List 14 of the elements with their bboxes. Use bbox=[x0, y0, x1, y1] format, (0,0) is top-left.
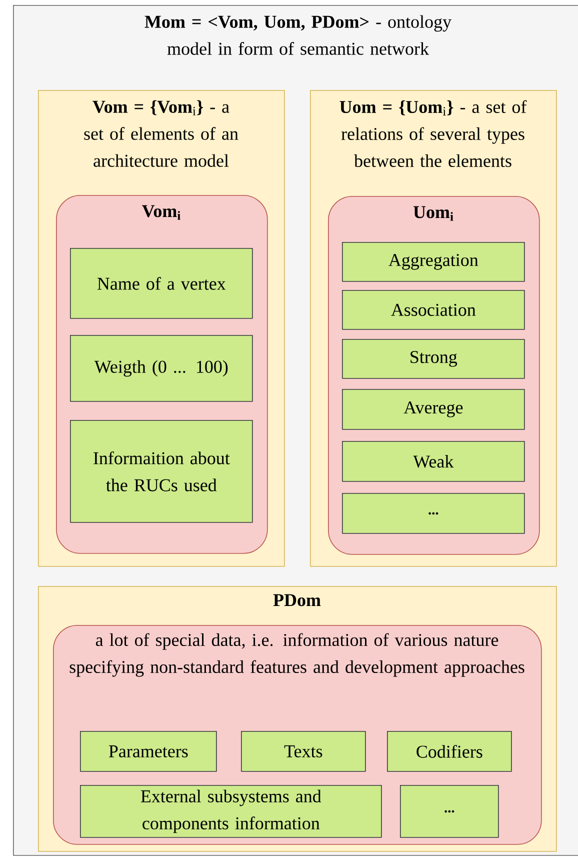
item-box: Codifiers bbox=[387, 731, 512, 772]
item-box: ... bbox=[400, 785, 499, 838]
item-box: Informaition about the RUCs used bbox=[70, 420, 253, 523]
item-box: Association bbox=[342, 290, 525, 330]
item-box: Texts bbox=[241, 731, 366, 772]
item-box: External subsystems and components information bbox=[80, 785, 382, 838]
item-box: Parameters bbox=[80, 731, 217, 772]
item-box: ... bbox=[342, 493, 525, 534]
item-box: Weak bbox=[342, 441, 525, 482]
item-box: Strong bbox=[342, 339, 525, 379]
item-box: Averege bbox=[342, 389, 525, 430]
item-box: Name of a vertex bbox=[70, 248, 253, 319]
item-box: Weigth (0 ... 100) bbox=[70, 335, 253, 402]
item-box: Aggregation bbox=[342, 242, 525, 282]
